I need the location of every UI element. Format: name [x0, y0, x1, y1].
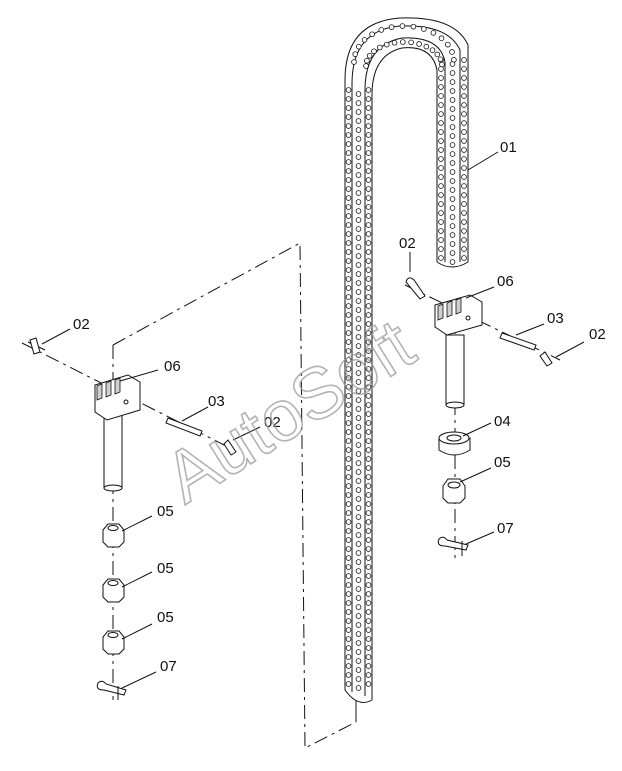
chain-rollers-right	[438, 57, 467, 265]
roller-chain	[344, 17, 469, 722]
long-pin-left	[165, 417, 203, 437]
clevis-pin-upper-right	[405, 277, 426, 300]
watermark-text: AutoSoft	[151, 304, 428, 518]
long-pin-right	[499, 332, 537, 351]
callout-05-left-2: 05	[157, 560, 174, 577]
anchor-bolt-right	[434, 294, 483, 409]
callout-06-left: 06	[164, 358, 181, 375]
chain-rollers-left	[345, 87, 372, 691]
callout-03-left: 03	[208, 393, 225, 410]
callout-02-right: 02	[589, 326, 606, 343]
hex-nut-left-2	[102, 578, 125, 603]
anchor-bolt-left	[94, 374, 141, 492]
hex-nut-left-3	[102, 630, 125, 655]
split-pin-right	[437, 536, 469, 556]
callout-03-right: 03	[547, 310, 564, 327]
leader-lines	[41, 151, 585, 689]
left-chain-anchor-assembly	[27, 337, 237, 700]
callout-05-right: 05	[494, 454, 511, 471]
hex-nut-left-1	[102, 523, 125, 548]
callout-02-left-lower: 02	[264, 414, 281, 431]
clevis-pin-left	[27, 337, 46, 355]
callout-05-left-3: 05	[157, 609, 174, 626]
chain-rollers-top	[351, 23, 457, 69]
hex-nut-right	[442, 478, 466, 504]
callout-07-right: 07	[497, 520, 514, 537]
callout-07-left: 07	[160, 658, 177, 675]
callout-05-left-1: 05	[157, 503, 174, 520]
split-pin-left	[96, 680, 127, 700]
callout-02-left: 02	[73, 316, 90, 333]
bushing-right	[438, 431, 471, 456]
cotter-pin-right	[539, 351, 553, 367]
callout-01-chain: 01	[500, 139, 517, 156]
callout-04-right: 04	[494, 413, 511, 430]
cotter-pin-left	[223, 439, 237, 456]
callout-02-upper-right: 02	[399, 235, 416, 252]
callout-labels: 01 02 06 03 02 04 05 07 02 06 03 02 05 0…	[73, 139, 606, 675]
right-chain-anchor-assembly	[405, 277, 553, 556]
callout-06-right: 06	[497, 273, 514, 290]
